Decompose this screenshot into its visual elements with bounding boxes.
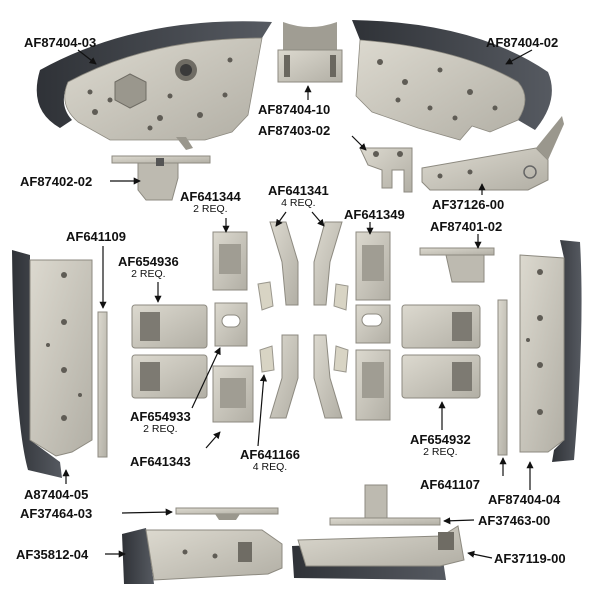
part-af654936: [131, 304, 208, 399]
part-a87404-05: [12, 250, 93, 478]
qty-af641341: 4 REQ.: [281, 197, 316, 209]
label-af87401-02: AF87401-02: [430, 219, 503, 234]
label-af37464-03: AF37464-03: [20, 506, 93, 521]
label-af87404-02: AF87404-02: [486, 35, 559, 50]
label-af641107: AF641107: [420, 477, 480, 492]
label-af37126-00: AF37126-00: [432, 197, 505, 212]
part-af641343: [212, 365, 254, 423]
part-af641349: [355, 231, 391, 421]
qty-af654932: 2 REQ.: [423, 446, 458, 458]
part-af87404-02: [352, 20, 552, 141]
part-af37119-00: [292, 525, 465, 580]
part-af87403-02: [359, 147, 413, 193]
label-af87403-02: AF87403-02: [258, 123, 331, 138]
qty-af641166: 4 REQ.: [252, 461, 288, 473]
part-af654933: [214, 302, 248, 347]
label-af87404-04: AF87404-04: [488, 492, 561, 507]
label-af37119-00: AF37119-00: [494, 551, 566, 566]
part-af87401-02: [419, 247, 495, 283]
label-af87404-03: AF87404-03: [24, 35, 97, 50]
label-af641343: AF641343: [130, 454, 191, 469]
leader-lines: [62, 49, 534, 559]
qty-af654936: 2 REQ.: [131, 268, 166, 280]
label-af35812-04: AF35812-04: [16, 547, 89, 562]
part-af641341: [269, 221, 343, 419]
part-af87404-04: [519, 240, 582, 462]
label-af641349: AF641349: [344, 207, 405, 222]
part-af654932: [401, 304, 481, 399]
label-af87402-02: AF87402-02: [20, 174, 93, 189]
qty-af654933: 2 REQ.: [143, 423, 178, 435]
part-af87402-02: [111, 155, 211, 201]
qty-af641344: 2 REQ.: [193, 203, 228, 215]
part-af87404-10: [277, 22, 343, 83]
part-af641344: [212, 231, 248, 291]
label-a87404-05: A87404-05: [24, 487, 89, 502]
part-af641107: [497, 299, 508, 456]
part-af641109: [97, 311, 108, 458]
label-af87404-10: AF87404-10: [258, 102, 331, 117]
part-af37463-00: [329, 484, 441, 526]
part-af87404-03: [36, 21, 273, 150]
part-af37126-00: [421, 116, 564, 191]
label-af641109: AF641109: [66, 229, 126, 244]
part-af37464-03: [175, 507, 279, 520]
part-af641166: [257, 281, 349, 373]
part-af35812-04: [122, 528, 283, 584]
label-af37463-00: AF37463-00: [478, 513, 551, 528]
